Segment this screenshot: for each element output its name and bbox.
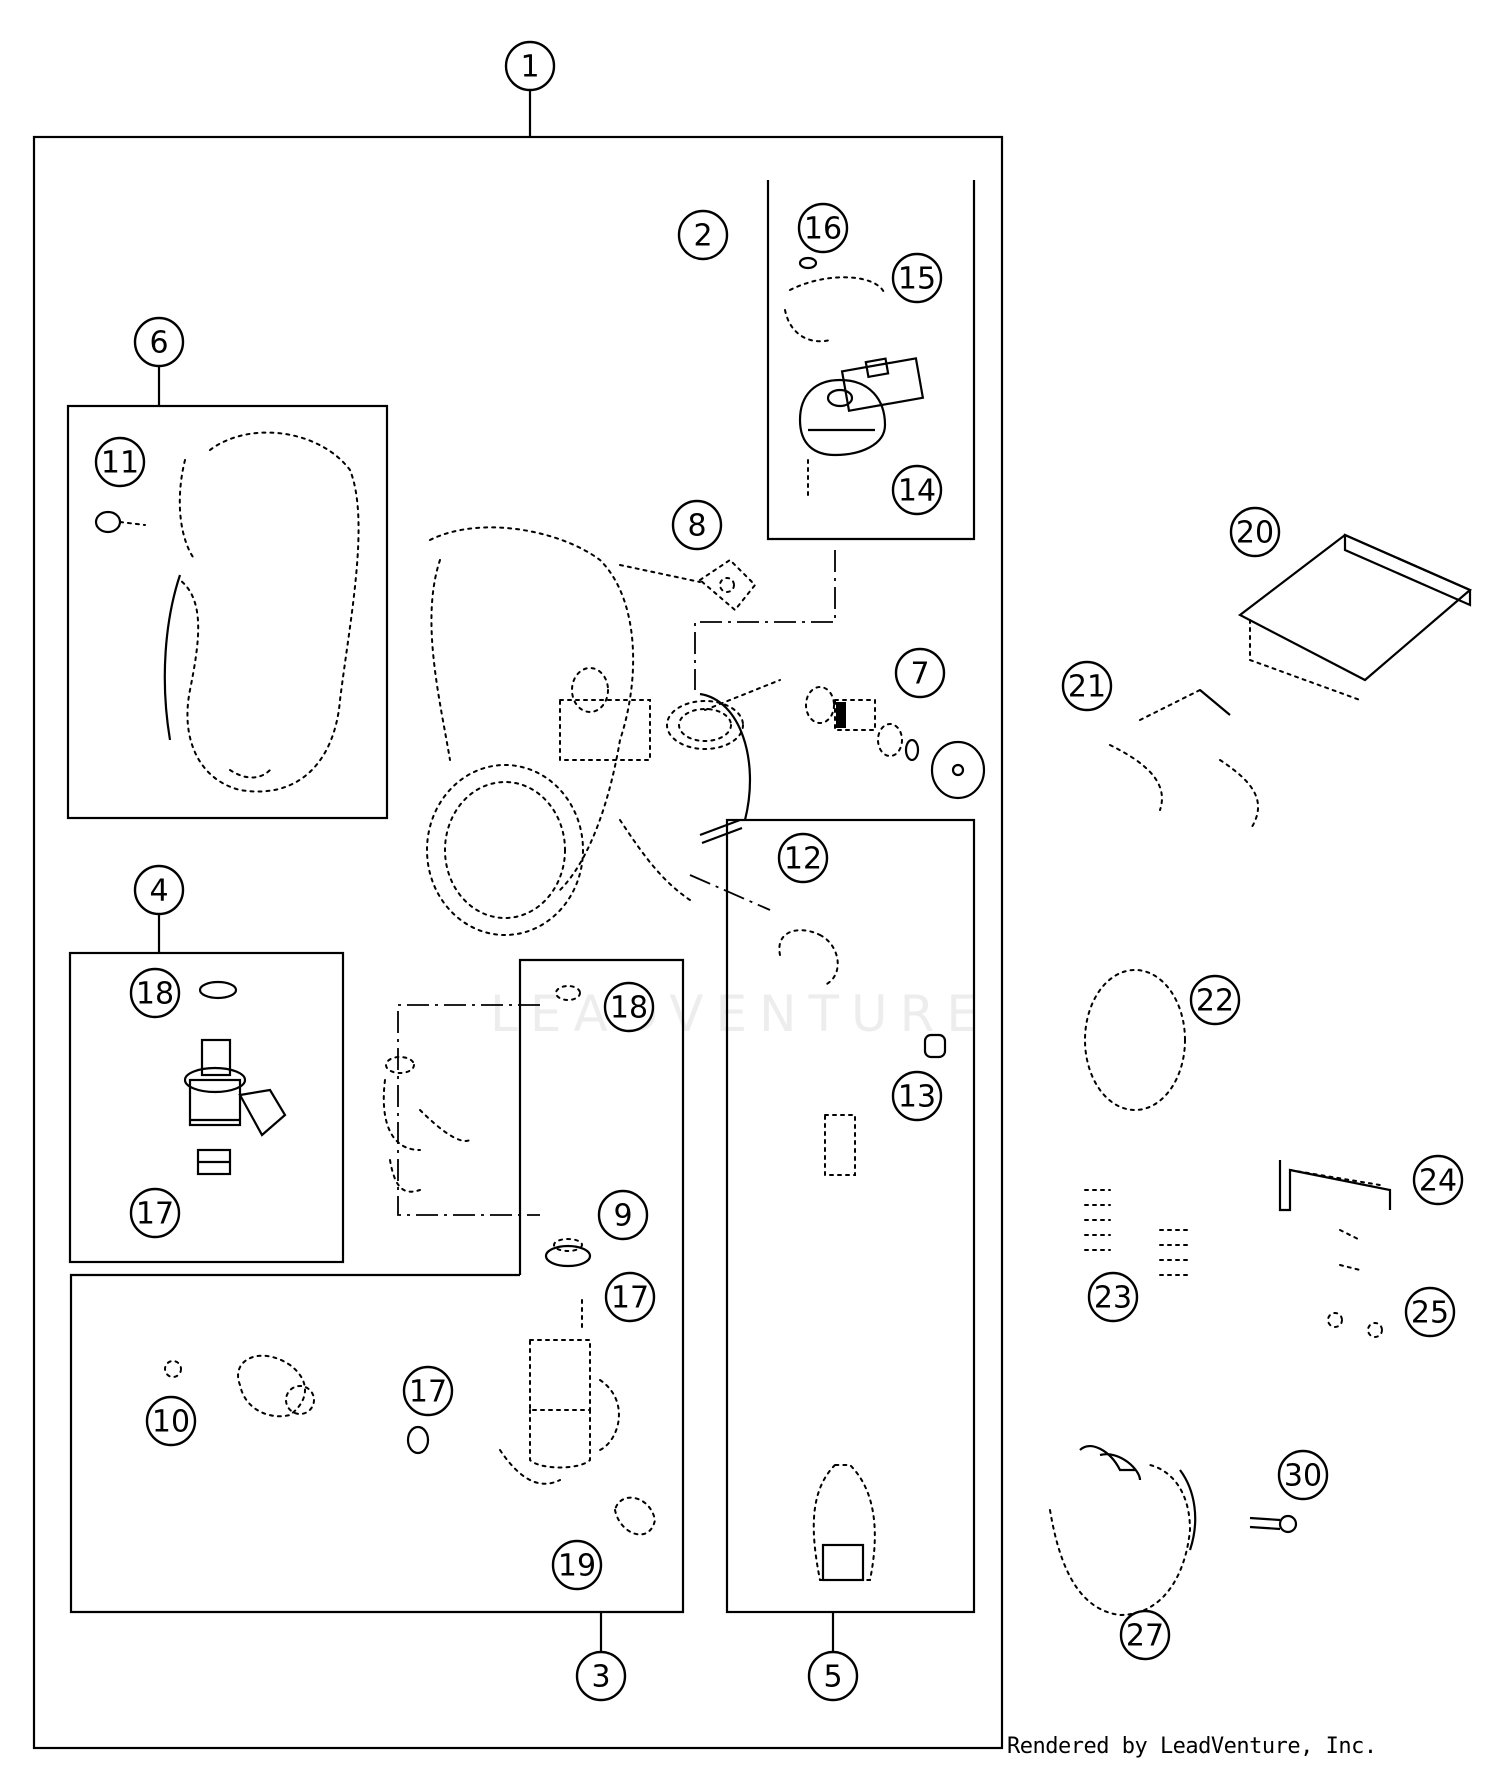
svg-text:15: 15 [898,262,936,297]
leadventure-watermark: LEADVENTURE [490,985,990,1043]
svg-text:14: 14 [898,474,936,509]
callout-6: 6 [133,316,185,368]
svg-text:24: 24 [1419,1164,1457,1199]
callout-12: 12 [777,832,829,884]
callout-9: 9 [597,1189,649,1241]
injector-part-group-4 [183,980,287,1176]
svg-text:8: 8 [687,509,706,544]
svg-text:17: 17 [409,1375,447,1410]
callout-30: 30 [1277,1449,1329,1501]
sensor-assembly-part-14 [784,256,925,501]
callout-3: 3 [575,1650,627,1702]
leader-14-to-body [694,550,836,690]
svg-text:17: 17 [611,1281,649,1316]
sensor-part-12-13 [778,929,947,1582]
svg-text:1: 1 [520,50,539,85]
group-frame-2 [766,180,976,541]
callout-24: 24 [1412,1154,1464,1206]
svg-text:11: 11 [101,446,139,481]
ecu-part-20 [1109,533,1473,831]
svg-text:9: 9 [613,1199,632,1234]
callout-18a: 18 [129,967,181,1019]
callout-22: 22 [1189,974,1241,1026]
bracket-part-8 [619,558,757,612]
svg-text:27: 27 [1126,1619,1164,1654]
svg-text:22: 22 [1196,984,1234,1019]
svg-text:21: 21 [1068,670,1106,705]
sensor-part-7 [704,679,986,800]
group-frame-4 [68,951,345,1264]
svg-text:16: 16 [804,212,842,247]
group-frame-5 [725,818,976,1614]
callout-27: 27 [1119,1609,1171,1661]
callout-21: 21 [1061,660,1113,712]
leader-12-to-body [689,874,771,911]
svg-text:20: 20 [1236,516,1274,551]
callout-8: 8 [671,499,723,551]
callout-5: 5 [807,1650,859,1702]
fuel-pump-part [164,1299,657,1536]
bracket-part-24-25 [1278,1160,1392,1338]
svg-text:6: 6 [149,326,168,361]
callout-11: 11 [94,436,146,488]
leader-injector-group [397,1004,540,1216]
svg-text:18: 18 [610,991,648,1026]
group-frame-3 [69,958,685,1614]
callout-23: 23 [1087,1271,1139,1323]
svg-text:30: 30 [1284,1459,1322,1494]
svg-text:5: 5 [823,1660,842,1695]
callout-10: 10 [145,1395,197,1447]
rendered-by-credit: Rendered by LeadVenture, Inc. [1007,1734,1377,1759]
callout-25: 25 [1404,1286,1456,1338]
injector-part-group-3 [382,985,592,1268]
callout-4: 4 [133,864,185,916]
svg-text:3: 3 [591,1660,610,1695]
group-frame-6 [66,404,389,820]
assembly-frame-1 [32,135,1004,1750]
callout-15: 15 [891,252,943,304]
svg-text:18: 18 [136,977,174,1012]
throttle-body-part [426,526,752,936]
callout-13: 13 [891,1070,943,1122]
svg-text:10: 10 [152,1405,190,1440]
callout-17b: 17 [604,1271,656,1323]
svg-text:2: 2 [693,219,712,254]
callout-17a: 17 [129,1187,181,1239]
svg-text:19: 19 [558,1549,596,1584]
air-guide-part [94,431,360,793]
svg-text:23: 23 [1094,1281,1132,1316]
callout-20: 20 [1229,506,1281,558]
spring-part-22-23 [1084,969,1191,1276]
callout-17c: 17 [402,1365,454,1417]
svg-text:4: 4 [149,874,168,909]
callout-18b: 18 [603,981,655,1033]
svg-text:12: 12 [784,842,822,877]
callout-16: 16 [797,202,849,254]
callout-1: 1 [504,40,556,92]
callout-14: 14 [891,464,943,516]
callout-7: 7 [894,647,946,699]
bracket-part-27 [1049,1444,1298,1617]
callout-2: 2 [677,209,729,261]
svg-text:7: 7 [910,657,929,692]
svg-text:13: 13 [898,1080,936,1115]
svg-text:25: 25 [1411,1296,1449,1331]
svg-text:17: 17 [136,1197,174,1232]
callout-19: 19 [551,1539,603,1591]
